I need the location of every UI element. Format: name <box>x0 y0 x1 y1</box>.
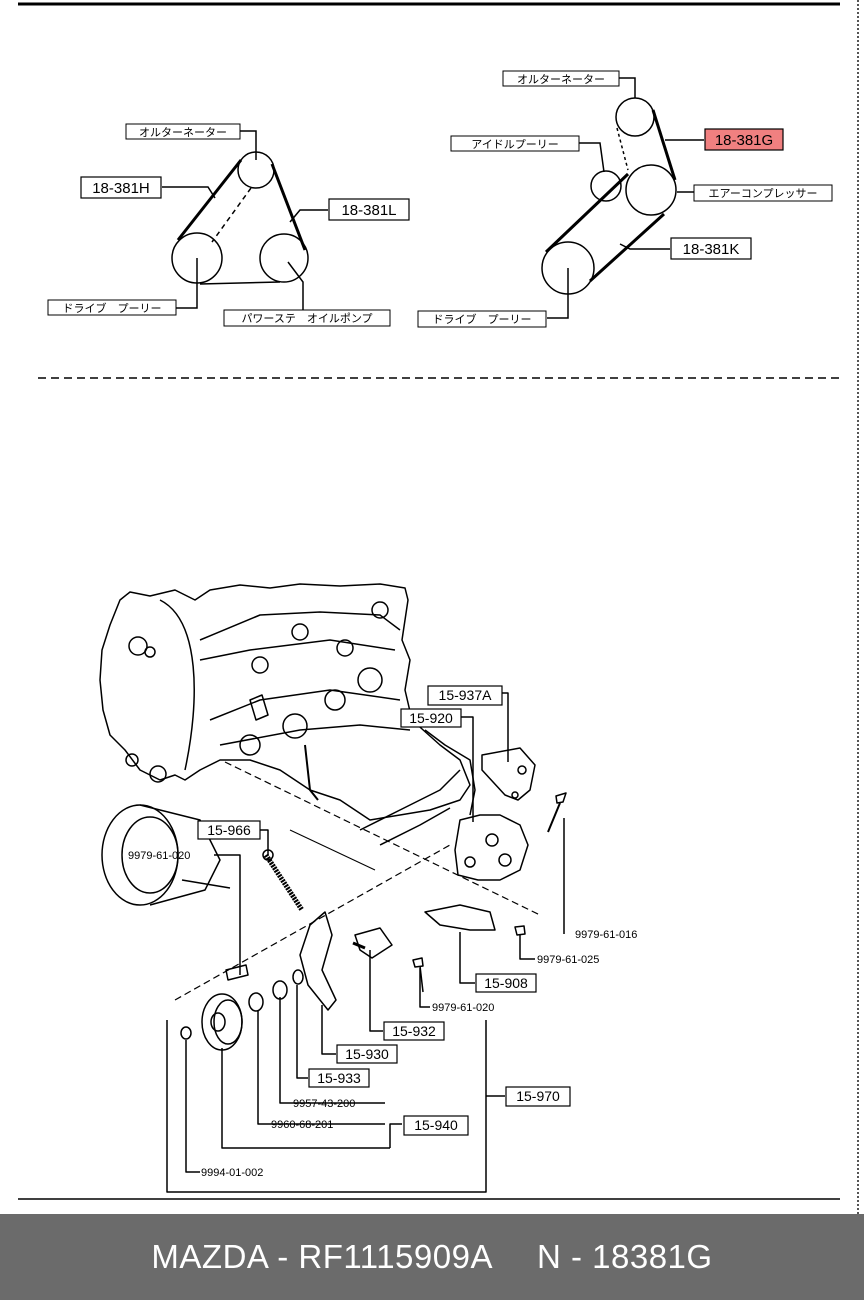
belt-bottom-line <box>199 281 281 285</box>
label-9994-01-002: 9994-01-002 <box>201 1167 263 1179</box>
belt-h-line <box>176 159 243 241</box>
label-15-908: 15-908 <box>484 975 528 991</box>
part-labels: 15-937A 15-920 15-966 9979-61-020 9979-6… <box>128 685 637 1179</box>
label-15-930: 15-930 <box>345 1046 389 1062</box>
adjust-bracket-15-930 <box>299 911 337 1011</box>
engine-illustration <box>99 583 567 1193</box>
label-ps-oil-pump: パワーステ オイルポンプ <box>241 312 372 325</box>
right-belt-diagram <box>541 77 704 319</box>
right-belt-labels: オルターネーター アイドルプーリー 18-381G エアーコンプレッサー 18-… <box>417 70 833 328</box>
label-belt-18-381l: 18-381L <box>341 202 396 219</box>
belt-h-inner <box>211 187 252 243</box>
compressor-bracket <box>454 814 529 881</box>
left-ps-pump-pulley <box>259 233 309 283</box>
compressor-pulley <box>625 164 677 216</box>
label-15-970: 15-970 <box>516 1088 560 1104</box>
label-left-alternator: オルターネーター <box>139 126 227 139</box>
left-belt-labels: オルターネーター 18-381H 18-381L ドライブ プーリー パワーステ… <box>47 123 410 327</box>
belt-k-top <box>544 172 630 254</box>
label-idler-pulley: アイドルプーリー <box>471 138 558 151</box>
highlight-box <box>704 128 784 151</box>
label-9979-61-020-a: 9979-61-020 <box>128 850 190 862</box>
label-9960-68-201: 9960-68-201 <box>271 1119 333 1131</box>
right-alternator-pulley <box>615 97 655 137</box>
belt-g-left <box>616 127 629 171</box>
adjuster-15-932 <box>354 927 393 959</box>
label-15-920: 15-920 <box>409 710 453 726</box>
label-15-932: 15-932 <box>392 1023 436 1039</box>
label-9979-61-016: 9979-61-016 <box>575 929 637 941</box>
left-belt-diagram <box>162 130 328 316</box>
long-bolt <box>263 853 305 912</box>
footer-bar: MAZDA - RF1115909A N - 18381G <box>0 1214 864 1300</box>
label-belt-18-381h: 18-381H <box>92 180 150 197</box>
label-air-compressor: エアーコンプレッサー <box>708 187 817 200</box>
idler-arm-15-908 <box>424 904 496 931</box>
bracket-15-937a <box>481 747 536 801</box>
label-belt-18-381k: 18-381K <box>683 241 740 258</box>
timing-cover-bolt <box>128 636 148 656</box>
idler-pulley <box>590 170 622 202</box>
footer-reference: N - 18381G <box>536 1238 713 1275</box>
label-15-933: 15-933 <box>317 1070 361 1086</box>
label-9979-61-020-b: 9979-61-020 <box>432 1002 494 1014</box>
engine-block <box>99 583 471 821</box>
label-15-937a: 15-937A <box>439 687 493 703</box>
label-15-966: 15-966 <box>207 822 251 838</box>
label-9979-61-025: 9979-61-025 <box>537 954 599 966</box>
footer-part-number: MAZDA - RF1115909A <box>151 1238 493 1275</box>
label-9957-43-200: 9957-43-200 <box>293 1098 355 1110</box>
label-left-drive-pulley: ドライブ プーリー <box>63 301 162 315</box>
label-belt-18-381g: 18-381G <box>715 132 773 149</box>
belt-l-line <box>270 163 307 251</box>
label-15-940: 15-940 <box>414 1117 458 1133</box>
label-right-drive-pulley: ドライブ プーリー <box>433 312 532 326</box>
belt-g-right <box>651 109 677 181</box>
label-right-alternator: オルターネーター <box>517 73 605 86</box>
